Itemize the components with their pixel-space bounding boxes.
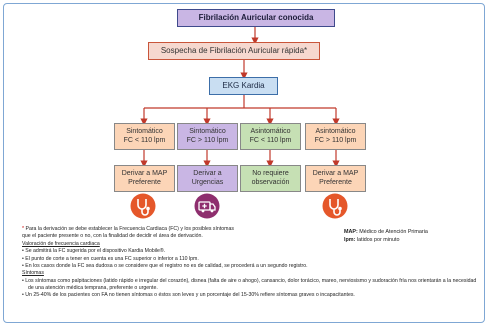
suspicion-label: Sospecha de Fibrilación Auricular rápida… (160, 46, 308, 56)
legend-map-key: MAP: (344, 229, 358, 235)
stethoscope-icon (130, 193, 156, 219)
fc-item-text: Se admitirá la FC sugerida por el dispos… (25, 248, 166, 255)
action-box: No requiere observación (240, 165, 301, 192)
action-box: Derivar a MAP Preferente (305, 165, 366, 192)
category-line2: FC > 110 lpm (314, 136, 357, 144)
ekg-label: EKG Kardia (222, 81, 265, 91)
start-label: Fibrilación Auricular conocida (198, 13, 314, 23)
fc-item: • Se admitirá la FC sugerida por el disp… (22, 248, 166, 255)
category-line2: FC < 110 lpm (249, 136, 292, 144)
action-line2: Preferente (128, 178, 161, 186)
fc-item: • En los casos donde la FC sea dudosa o … (22, 262, 308, 269)
category-line2: FC < 110 lpm (123, 136, 166, 144)
action-line1: Derivar a MAP (312, 170, 359, 178)
category-line2: FC > 110 lpm (186, 136, 229, 144)
category-line1: Sintomático (126, 128, 163, 136)
legend-map: MAP: Médico de Atención Primaria (344, 228, 428, 236)
fc-item-text: El punto de corte a tener en cuenta es u… (25, 255, 199, 262)
action-line2: Urgencias (191, 178, 224, 186)
action-line1: No requiere (252, 170, 289, 178)
category-box: Asintomático FC < 110 lpm (240, 123, 301, 150)
fc-item: • El punto de corte a tener en cuenta es… (22, 255, 199, 262)
category-box: Asintomático FC > 110 lpm (305, 123, 366, 150)
category-line1: Asintomático (250, 128, 291, 136)
symptom-item-text: Un 25-40% de los pacientes con FA no tie… (25, 292, 355, 299)
ambulance-icon (194, 193, 220, 219)
footnote-star: * (22, 226, 25, 232)
category-line1: Sintomático (189, 128, 226, 136)
action-line1: Derivar a (193, 170, 222, 178)
notes-intro-text: Para la derivación se debe establecer la… (25, 226, 234, 232)
category-box: Sintomático FC > 110 lpm (177, 123, 238, 150)
action-box: Derivar a Urgencias (177, 165, 238, 192)
notes-intro: * Para la derivación se debe establecer … (22, 226, 482, 233)
legend-lpm-value: latidos por minuto (356, 237, 400, 244)
legend-lpm: lpm: latidos por minuto (344, 236, 428, 244)
notes-intro-2: que el paciente presente o no, con la fi… (22, 233, 203, 240)
fc-item-text: En los casos donde la FC sea dudosa o se… (25, 262, 308, 269)
symptom-item: • Los síntomas como palpitaciones (latid… (22, 277, 477, 291)
action-line2: observación (251, 178, 290, 186)
legend-map-value: Médico de Atención Primaria (359, 229, 428, 235)
action-line2: Preferente (319, 178, 352, 186)
symptom-item: • Un 25-40% de los pacientes con FA no t… (22, 292, 355, 299)
action-box: Derivar a MAP Preferente (114, 165, 175, 192)
category-line1: Asintomático (315, 128, 356, 136)
suspicion-box: Sospecha de Fibrilación Auricular rápida… (148, 42, 320, 60)
start-box: Fibrilación Auricular conocida (177, 9, 335, 27)
fc-section-title: Valoración de frecuencia cardiaca (22, 240, 100, 247)
stethoscope-icon (322, 193, 348, 219)
symptom-item-text: Los síntomas como palpitaciones (latido … (25, 277, 477, 291)
abbreviation-legend: MAP: Médico de Atención Primaria lpm: la… (344, 228, 428, 244)
action-line1: Derivar a MAP (121, 170, 168, 178)
ekg-box: EKG Kardia (209, 77, 278, 95)
legend-lpm-key: lpm: (344, 237, 356, 244)
notes-section: * Para la derivación se debe establecer … (22, 226, 482, 300)
diagram-frame (3, 3, 485, 323)
category-box: Sintomático FC < 110 lpm (114, 123, 175, 150)
symptoms-section-title: Síntomas (22, 270, 44, 277)
